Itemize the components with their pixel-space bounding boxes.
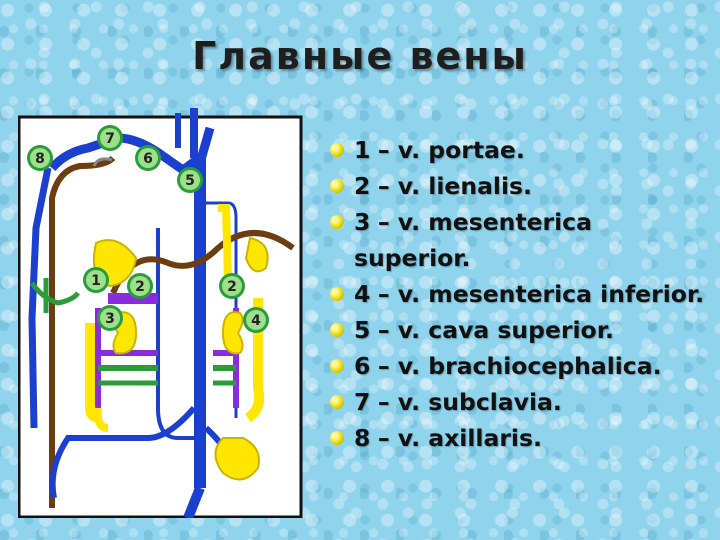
brown-crossing-vessel	[110, 230, 295, 295]
label-5-badge: 5	[177, 167, 203, 193]
label-1-badge: 1	[83, 267, 109, 293]
list-item: 8 – v. axillaris.	[330, 420, 710, 456]
bullet-icon	[330, 143, 344, 157]
axillary-vein	[28, 167, 52, 429]
rectum-yellow	[93, 407, 109, 432]
item-text: – v. cava superior.	[377, 316, 614, 344]
item-text: – v. portae.	[377, 136, 525, 164]
list-item: 1 – v. portae.	[330, 132, 710, 168]
label-5: 5	[185, 173, 195, 189]
label-3: 3	[105, 311, 115, 327]
item-number: 6	[354, 352, 371, 380]
bullet-icon	[330, 287, 344, 301]
bullet-icon	[330, 323, 344, 337]
label-4: 4	[251, 313, 261, 329]
label-4-badge: 4	[243, 307, 269, 333]
label-2-left: 2	[135, 279, 145, 295]
list-item: 3 – v. mesenterica superior.	[330, 204, 710, 276]
stomach-yellow	[218, 204, 232, 279]
list-item: 4 – v. mesenterica inferior.	[330, 276, 710, 312]
vena-cava	[194, 158, 206, 488]
item-number: 4	[354, 280, 371, 308]
item-text: – v. brachiocephalica.	[377, 352, 662, 380]
brachiocephalic-vein	[160, 126, 215, 176]
label-6: 6	[143, 151, 153, 167]
bladder-yellow	[214, 437, 260, 481]
bullet-icon	[330, 431, 344, 445]
label-8: 8	[35, 151, 45, 167]
item-number: 3	[354, 208, 371, 236]
vena-cava-lower	[183, 486, 205, 518]
label-3-badge: 3	[97, 305, 123, 331]
label-8-badge: 8	[27, 145, 53, 171]
spleen-yellow	[244, 236, 269, 273]
bullet-icon	[330, 179, 344, 193]
venous-system-diagram: 7 8 6 5 1 2 2 3 4	[18, 108, 303, 518]
list-item: 7 – v. subclavia.	[330, 384, 710, 420]
item-text: – v. mesenterica inferior.	[377, 280, 705, 308]
label-7-badge: 7	[97, 125, 123, 151]
list-item: 6 – v. brachiocephalica.	[330, 348, 710, 384]
inner-outline-left	[156, 228, 194, 440]
item-number: 1	[354, 136, 371, 164]
label-2-left-badge: 2	[127, 273, 153, 299]
colon-right-yellow	[244, 298, 265, 423]
bullet-icon	[330, 359, 344, 373]
item-text: – v. subclavia.	[377, 388, 562, 416]
kidney-right-yellow	[221, 311, 244, 355]
green-plexus	[29, 278, 81, 313]
item-number: 8	[354, 424, 371, 452]
item-number: 5	[354, 316, 371, 344]
label-1: 1	[91, 273, 101, 289]
label-7: 7	[105, 131, 115, 147]
slide-title: Главные вены	[192, 34, 528, 78]
item-text: – v. lienalis.	[377, 172, 532, 200]
item-text: – v. mesenterica superior.	[354, 208, 592, 272]
label-2-right-badge: 2	[219, 273, 245, 299]
item-number: 7	[354, 388, 371, 416]
vein-legend-list: 1 – v. portae. 2 – v. lienalis. 3 – v. m…	[330, 132, 710, 456]
label-6-badge: 6	[135, 145, 161, 171]
left-brown-vein	[49, 155, 116, 508]
label-2-right: 2	[227, 279, 237, 295]
list-item: 5 – v. cava superior.	[330, 312, 710, 348]
item-number: 2	[354, 172, 371, 200]
lower-left-branch	[49, 406, 197, 499]
bullet-icon	[330, 395, 344, 409]
inner-outline-right	[206, 201, 238, 418]
bullet-icon	[330, 215, 344, 229]
small-vessel	[92, 157, 113, 167]
list-item: 2 – v. lienalis.	[330, 168, 710, 204]
item-text: – v. axillaris.	[377, 424, 542, 452]
